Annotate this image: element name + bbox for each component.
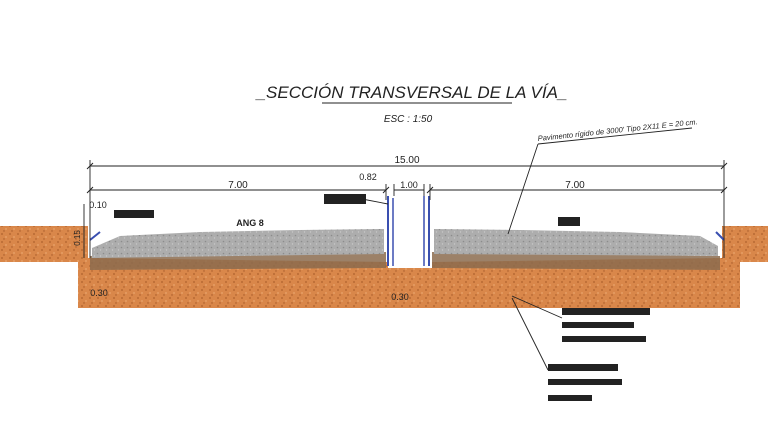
edge-left-blue	[89, 231, 101, 241]
lower-callout-2	[548, 364, 622, 401]
lower-callout-1	[562, 308, 650, 342]
leader-center	[361, 198, 389, 205]
edge-right-blue	[715, 231, 725, 241]
dim-base-center: 0.30	[391, 292, 409, 302]
base-layer-right	[432, 252, 720, 270]
median-gap	[394, 210, 424, 268]
pavement-right	[434, 229, 718, 256]
pavement-left	[92, 229, 384, 258]
dim-median: 1.00	[400, 180, 418, 190]
pavement-leader	[507, 143, 539, 235]
dimension-ticks	[86, 162, 728, 194]
right-lane-tag-box	[558, 217, 580, 226]
dim-median-curb: 0.82	[359, 172, 377, 182]
left-lane-tag: ANG 8	[236, 218, 264, 228]
base-leader-1	[511, 295, 563, 319]
dim-total: 15.00	[394, 155, 419, 166]
scale-label: ESC : 1:50	[384, 114, 433, 125]
dim-base-left: 0.30	[90, 288, 108, 298]
section-title: _SECCIÓN TRANSVERSAL DE LA VÍA_	[255, 83, 568, 102]
dim-left-lane: 7.00	[228, 180, 248, 191]
dim-right-lane: 7.00	[565, 180, 585, 191]
base-leader-2	[511, 297, 549, 371]
pavement-callout-underline	[537, 127, 693, 145]
dim-left-edge: 0.10	[89, 200, 107, 210]
dim-left-edge-side: 0.15	[73, 230, 82, 246]
label-bar-left	[114, 210, 154, 218]
dimension-lines	[83, 160, 725, 258]
label-bar-center	[324, 194, 366, 204]
